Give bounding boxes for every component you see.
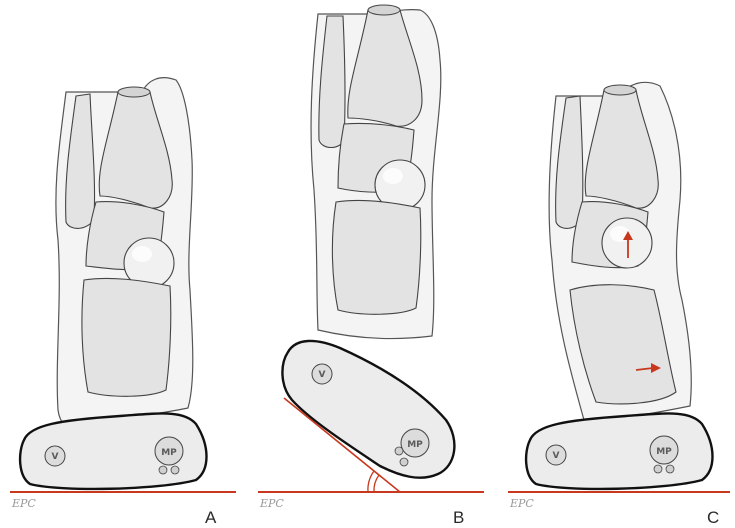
artist-signature: EPC [11, 497, 36, 510]
base-block [282, 341, 454, 478]
panel-letter-a: A [205, 508, 217, 527]
ball-joint [602, 218, 652, 268]
tibia-canal [118, 87, 150, 97]
panel-a: V MP EPC A [10, 78, 236, 527]
artist-signature: EPC [259, 497, 284, 510]
panel-c: V MP EPC C [508, 82, 730, 527]
sesamoid-right [400, 458, 408, 466]
panel-b: V MP EPC B [258, 5, 484, 527]
calcaneus [332, 200, 420, 314]
tibia-canal [368, 5, 400, 15]
sesamoid-left [159, 466, 167, 474]
ball-highlight [132, 246, 152, 262]
tibia-canal [604, 85, 636, 95]
artist-signature: EPC [509, 497, 534, 510]
panel-letter-c: C [707, 508, 719, 527]
sesamoid-right [666, 465, 674, 473]
bone-label-v: V [319, 370, 326, 380]
panel-letter-b: B [453, 508, 464, 527]
ball-highlight [383, 168, 403, 184]
angle-arc [368, 471, 374, 492]
sesamoid-right [171, 466, 179, 474]
bone-label-v: V [52, 452, 59, 462]
bone-label-v: V [553, 451, 560, 461]
bone-label-mp: MP [656, 447, 672, 457]
sesamoid-left [654, 465, 662, 473]
calcaneus [82, 278, 171, 396]
sesamoid-left [395, 447, 403, 455]
angle-arc-inner [374, 475, 379, 492]
bone-label-mp: MP [161, 448, 177, 458]
bone-label-mp: MP [407, 440, 423, 450]
